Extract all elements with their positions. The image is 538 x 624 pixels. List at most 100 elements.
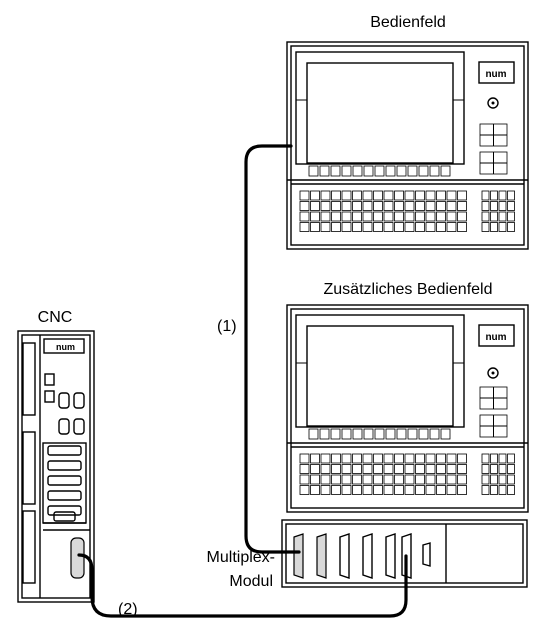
keyboard-key [415,464,425,474]
keyboard-key [331,464,341,474]
num-logo-text: num [485,332,506,343]
softkey [396,165,407,177]
keyboard-key [446,211,457,222]
cable-2 [77,553,408,618]
keyboard-key [362,464,373,474]
keyboard-key [341,190,352,201]
keypad-key [498,464,507,474]
keyboard-key [457,485,467,495]
keyboard-key [320,211,331,222]
keyboard-key [446,201,457,211]
softkey [385,428,396,440]
keyboard-key [373,453,383,464]
softkey [319,428,330,440]
softkey [374,165,385,177]
keyboard-key [373,201,383,211]
keyboard-key [320,485,331,495]
cable-2-label: (2) [118,601,138,618]
softkey [374,428,385,440]
main-keyboard [299,453,467,495]
keyboard-key [320,201,331,211]
keyboard-key [457,201,467,211]
keypad-key [481,464,490,474]
keyboard-key [331,222,341,232]
keypad-key [490,190,498,201]
keyboard-key [425,474,436,485]
keyboard-key [457,222,467,232]
cable-1 [244,144,301,554]
keypad-key [490,464,498,474]
keyboard-key [320,464,331,474]
keyboard-key [352,222,362,232]
keypad-key [481,453,490,464]
keyboard-key [446,190,457,201]
softkey [330,428,341,440]
keyboard-key [352,474,362,485]
keyboard-key [331,190,341,201]
keyboard-key [394,201,404,211]
keyboard-key [341,222,352,232]
keyboard-key [310,201,320,211]
keyboard-key [394,474,404,485]
keyboard-key [404,474,415,485]
keyboard-key [299,201,310,211]
keyboard-key [394,464,404,474]
keyboard-key [425,222,436,232]
num-logo [43,338,85,354]
keyboard-key [352,464,362,474]
keyboard-key [383,201,394,211]
keypad-key [481,474,490,485]
keypad-key [498,453,507,464]
keyboard-key [352,485,362,495]
keyboard-key [310,222,320,232]
keyboard-key [415,453,425,464]
keyboard-key [415,201,425,211]
multiplex-label-line2: Modul [229,573,273,590]
softkey [308,428,319,440]
softkey [363,165,374,177]
keyboard-key [415,190,425,201]
keyboard-key [310,453,320,464]
softkey [330,165,341,177]
cnc-unit: num [17,330,95,603]
keyboard-key [457,453,467,464]
knob-icon [487,367,499,379]
cnc-label: CNC [38,309,73,326]
keyboard-key [362,485,373,495]
keyboard-key [320,190,331,201]
keyboard-key [362,201,373,211]
softkey [385,165,396,177]
keyboard-key [457,190,467,201]
keypad-key [490,485,498,495]
keyboard-key [394,211,404,222]
keypad-key [490,201,498,211]
keyboard-key [425,201,436,211]
side-keypad-upper [479,123,508,175]
main-keyboard [299,190,467,232]
softkey [418,165,429,177]
keyboard-key [352,190,362,201]
softkey [319,165,330,177]
keyboard-key [383,464,394,474]
keyboard-key [425,464,436,474]
keyboard-key [415,485,425,495]
keypad-key [481,222,490,232]
keyboard-key [425,211,436,222]
keyboard-key [299,485,310,495]
knob-icon [487,97,499,109]
keyboard-key [341,201,352,211]
keyboard-key [394,453,404,464]
keyboard-key [446,222,457,232]
keyboard-key [341,464,352,474]
softkey [396,428,407,440]
numeric-keypad [481,453,515,495]
keyboard-key [373,485,383,495]
num-logo [478,324,515,347]
softkey [418,428,429,440]
keypad-key [498,485,507,495]
keyboard-key [404,453,415,464]
keypad-key [490,222,498,232]
keyboard-key [341,211,352,222]
keyboard-key [310,211,320,222]
num-logo-text: num [485,69,506,80]
